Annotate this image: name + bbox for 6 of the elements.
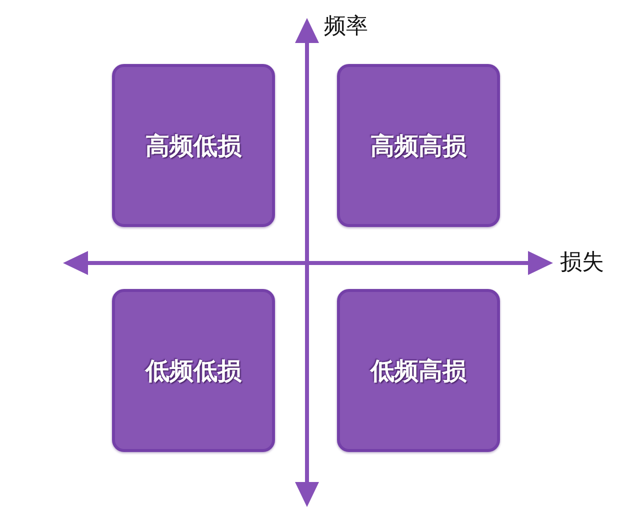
quadrant-box: 高频低损 (112, 64, 275, 227)
quadrant-box: 低频高损 (337, 289, 500, 452)
quadrant-box: 低频低损 (112, 289, 275, 452)
quadrant-box: 高频高损 (337, 64, 500, 227)
axis-label: 频率 (324, 14, 368, 40)
axis-label: 损失 (560, 250, 604, 276)
